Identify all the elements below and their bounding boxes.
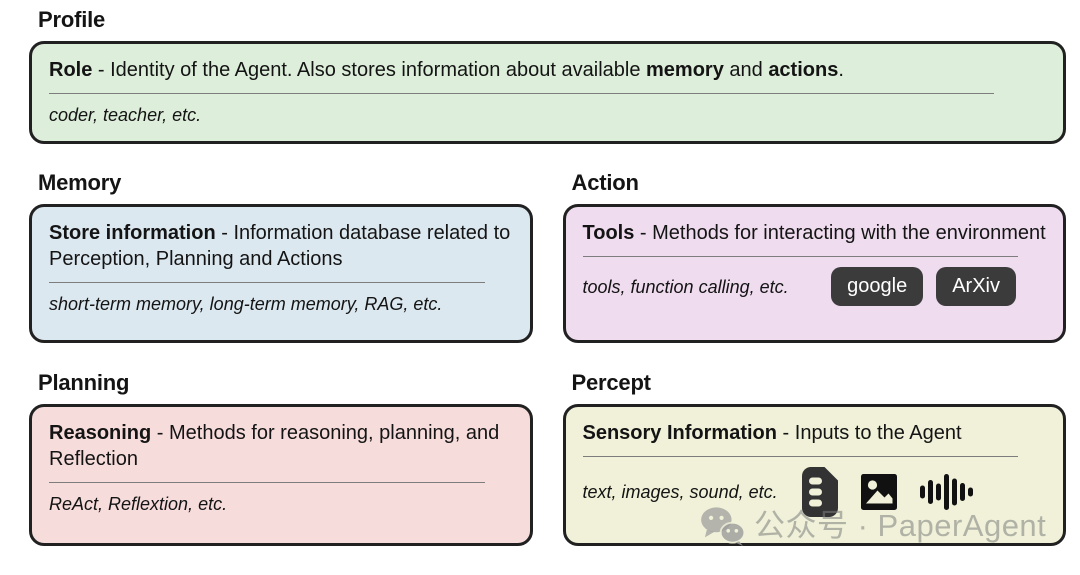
memory-card: Store information - Information database… xyxy=(29,204,533,343)
bottom-row: Planning Reasoning - Methods for reasoni… xyxy=(29,370,1066,546)
action-tool-badges: google ArXiv xyxy=(831,267,1046,306)
arxiv-tool-badge: ArXiv xyxy=(936,267,1016,306)
memory-heading: Memory xyxy=(38,170,122,195)
profile-section: Profile Role - Identity of the Agent. Al… xyxy=(29,7,1066,144)
profile-heading: Profile xyxy=(38,7,106,32)
image-icon xyxy=(860,474,897,510)
profile-bold-memory: memory xyxy=(646,59,724,81)
profile-card: Role - Identity of the Agent. Also store… xyxy=(29,41,1066,144)
profile-desc-1: - Identity of the Agent. Also stores inf… xyxy=(92,59,647,81)
percept-divider xyxy=(582,456,1018,457)
action-description: - Methods for interacting with the envir… xyxy=(634,222,1046,244)
percept-examples: text, images, sound, etc. xyxy=(582,482,778,502)
memory-examples: short-term memory, long-term memory, RAG… xyxy=(49,294,443,314)
memory-body: Store information - Information database… xyxy=(49,220,513,272)
action-heading: Action xyxy=(571,170,639,195)
profile-examples: coder, teacher, etc. xyxy=(49,105,202,125)
action-card: Tools - Methods for interacting with the… xyxy=(562,204,1066,343)
action-section: Action Tools - Methods for interacting w… xyxy=(562,170,1066,343)
action-examples: tools, function calling, etc. xyxy=(582,276,789,297)
memory-description: - Information database related to Percep… xyxy=(49,222,511,270)
diagram-content: Profile Role - Identity of the Agent. Al… xyxy=(29,7,1066,546)
planning-description: - Methods for reasoning, planning, and R… xyxy=(49,422,500,470)
percept-description: - Inputs to the Agent xyxy=(776,422,962,444)
profile-bold-actions: actions xyxy=(768,59,839,81)
memory-section: Memory Store information - Information d… xyxy=(29,170,533,343)
percept-heading: Percept xyxy=(571,370,652,395)
planning-examples: ReAct, Reflextion, etc. xyxy=(49,494,228,514)
planning-card: Reasoning - Methods for reasoning, plann… xyxy=(29,404,533,546)
planning-term: Reasoning xyxy=(49,422,152,444)
note-icon xyxy=(801,467,838,517)
percept-card: Sensory Information - Inputs to the Agen… xyxy=(562,404,1066,546)
profile-divider xyxy=(49,93,994,94)
action-term: Tools xyxy=(582,222,635,244)
percept-term: Sensory Information xyxy=(582,422,777,444)
action-body: Tools - Methods for interacting with the… xyxy=(583,220,1047,246)
action-examples-row: tools, function calling, etc. google ArX… xyxy=(583,267,1047,306)
profile-term: Role xyxy=(49,59,93,81)
memory-divider xyxy=(49,282,485,283)
planning-body: Reasoning - Methods for reasoning, plann… xyxy=(49,420,513,472)
action-divider xyxy=(582,256,1018,257)
percept-body: Sensory Information - Inputs to the Agen… xyxy=(583,420,1047,446)
google-tool-badge: google xyxy=(831,267,924,306)
profile-desc-2: and xyxy=(723,59,769,81)
planning-section: Planning Reasoning - Methods for reasoni… xyxy=(29,370,533,546)
middle-row: Memory Store information - Information d… xyxy=(29,170,1066,343)
memory-term: Store information xyxy=(49,222,216,244)
profile-desc-3: . xyxy=(838,59,844,81)
profile-body: Role - Identity of the Agent. Also store… xyxy=(49,57,1046,83)
percept-section: Percept Sensory Information - Inputs to … xyxy=(562,370,1066,546)
audio-waveform-icon xyxy=(919,474,973,510)
percept-examples-row: text, images, sound, etc. xyxy=(583,467,1047,517)
planning-heading: Planning xyxy=(38,370,130,395)
percept-modality-icons xyxy=(801,467,973,517)
planning-divider xyxy=(49,482,485,483)
